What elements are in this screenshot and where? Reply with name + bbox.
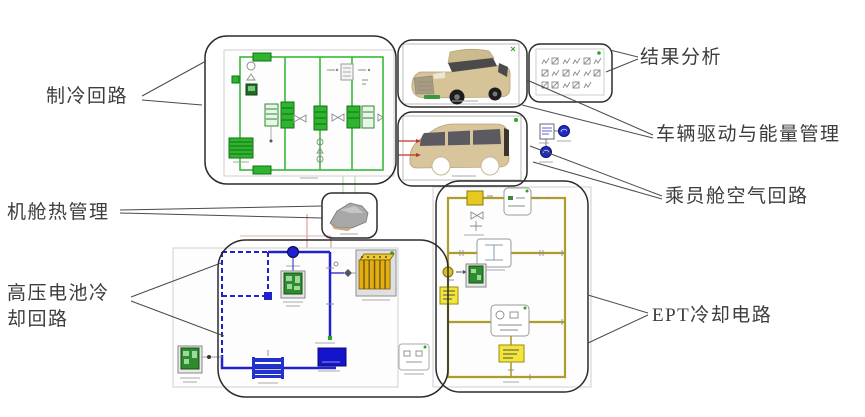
label-battery-cooling-line2: 却回路 <box>7 309 69 330</box>
control-icons <box>327 63 371 85</box>
ept-controller[interactable] <box>465 263 487 288</box>
engine-bay-bubble <box>321 192 378 239</box>
battery-pack[interactable] <box>330 249 397 301</box>
chiller[interactable] <box>315 303 347 372</box>
sensor-icons <box>245 61 258 96</box>
coolant-loop-dashed <box>221 251 269 355</box>
condenser[interactable] <box>228 137 254 163</box>
callout-lines <box>119 49 663 344</box>
evaporator-3[interactable] <box>346 105 384 129</box>
label-ept-cooling: EPT冷却电路 <box>652 305 773 326</box>
label-battery-cooling: 高压电池冷却回路 <box>7 281 135 333</box>
refrigeration-bubble <box>204 35 397 185</box>
evaporator-1[interactable] <box>264 101 295 143</box>
accumulator-icons <box>300 138 324 179</box>
status-dot <box>514 118 518 122</box>
label-refrigeration-circuit: 制冷回路 <box>46 86 129 107</box>
loop-ticks <box>529 250 563 380</box>
results-panel[interactable] <box>535 48 605 96</box>
label-battery-cooling-line1: 高压电池冷 <box>7 283 110 304</box>
expansion-valve-1-icon <box>293 114 307 123</box>
engine-bay-mesh <box>329 202 369 235</box>
bottom-line-block[interactable] <box>252 165 272 175</box>
ept-pump[interactable] <box>464 190 493 236</box>
battery-controller[interactable] <box>280 258 306 307</box>
junction-node <box>264 292 272 300</box>
ept-heat-exchanger[interactable] <box>459 238 544 271</box>
ept-cooling-circuit[interactable] <box>432 186 592 388</box>
cabin-bubble <box>397 111 528 187</box>
vehicle-model-box[interactable] <box>402 43 520 105</box>
vehicle-bubble <box>397 39 528 108</box>
close-icon <box>510 46 516 52</box>
driver-block[interactable] <box>539 123 555 140</box>
van-image <box>409 123 510 177</box>
ept-module[interactable] <box>498 336 525 383</box>
battery-cooling-circuit[interactable] <box>172 246 430 388</box>
ept-valve-box[interactable] <box>503 187 551 216</box>
label-vehicle-drive: 车辆驱动与能量管理 <box>656 124 841 145</box>
callout-bubbles <box>204 35 613 398</box>
temp-sensor-icon <box>326 261 339 269</box>
port-icon <box>344 269 352 277</box>
ept-bubble <box>435 180 589 393</box>
ept-highlight-tag[interactable] <box>439 279 459 311</box>
battery-bubble <box>217 239 449 398</box>
cabin-model-box[interactable] <box>398 115 522 181</box>
label-results-analysis: 结果分析 <box>640 47 723 68</box>
evaporator-2[interactable] <box>313 105 345 131</box>
circuit-port-box[interactable] <box>398 343 430 375</box>
label-cabin-thermal: 机舱热管理 <box>7 202 110 223</box>
energy-block[interactable] <box>558 125 570 137</box>
status-dot <box>597 51 601 55</box>
refrigeration-circuit[interactable] <box>223 49 395 179</box>
compressor-block[interactable] <box>252 52 272 62</box>
inlet-arrows <box>398 139 421 157</box>
suv-image <box>411 48 511 105</box>
results-bubble <box>528 43 613 103</box>
battery-radiator[interactable] <box>252 350 284 384</box>
label-cabin-air: 乘员舱空气回路 <box>665 186 809 207</box>
drive-energy-blocks[interactable] <box>539 123 571 163</box>
valve-block[interactable] <box>231 75 240 84</box>
ept-fan-box[interactable] <box>490 304 530 337</box>
engine-bay-box[interactable] <box>321 192 378 239</box>
